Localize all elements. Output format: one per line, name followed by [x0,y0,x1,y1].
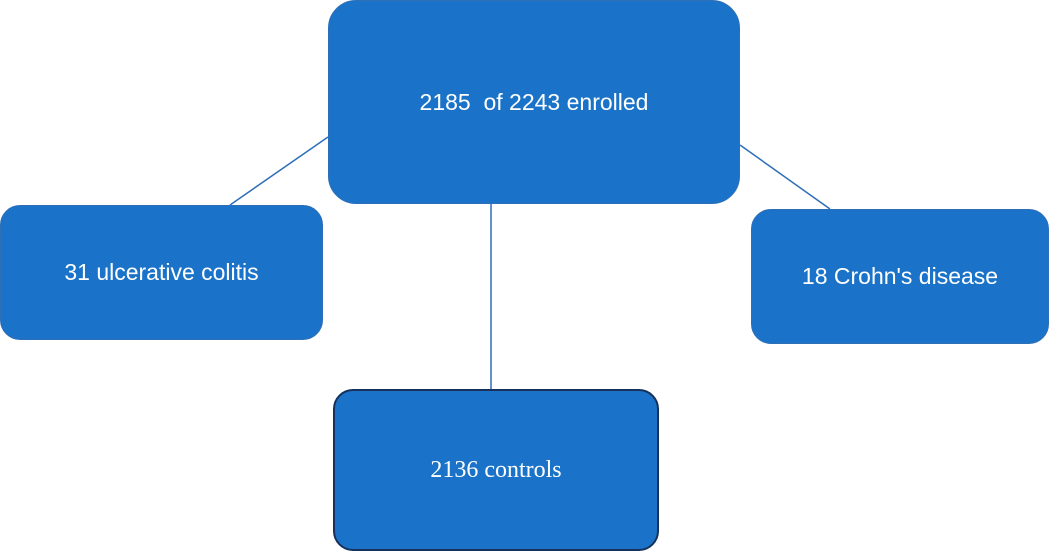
ulcerative-colitis-node-label: 31 ulcerative colitis [64,259,259,285]
ulcerative-colitis-node: 31 ulcerative colitis [0,205,323,340]
enrolled-node-label: 2185 of 2243 enrolled [419,88,649,115]
controls-node-label: 2136 controls [430,456,562,483]
enrolled-node: 2185 of 2243 enrolled [328,0,740,204]
crohns-disease-node: 18 Crohn's disease [751,209,1049,344]
connector-root-to-crohns-disease [739,144,831,210]
crohns-disease-node-label: 18 Crohn's disease [801,263,999,289]
connector-root-to-ulcerative-colitis [229,136,329,206]
controls-node: 2136 controls [333,389,659,551]
